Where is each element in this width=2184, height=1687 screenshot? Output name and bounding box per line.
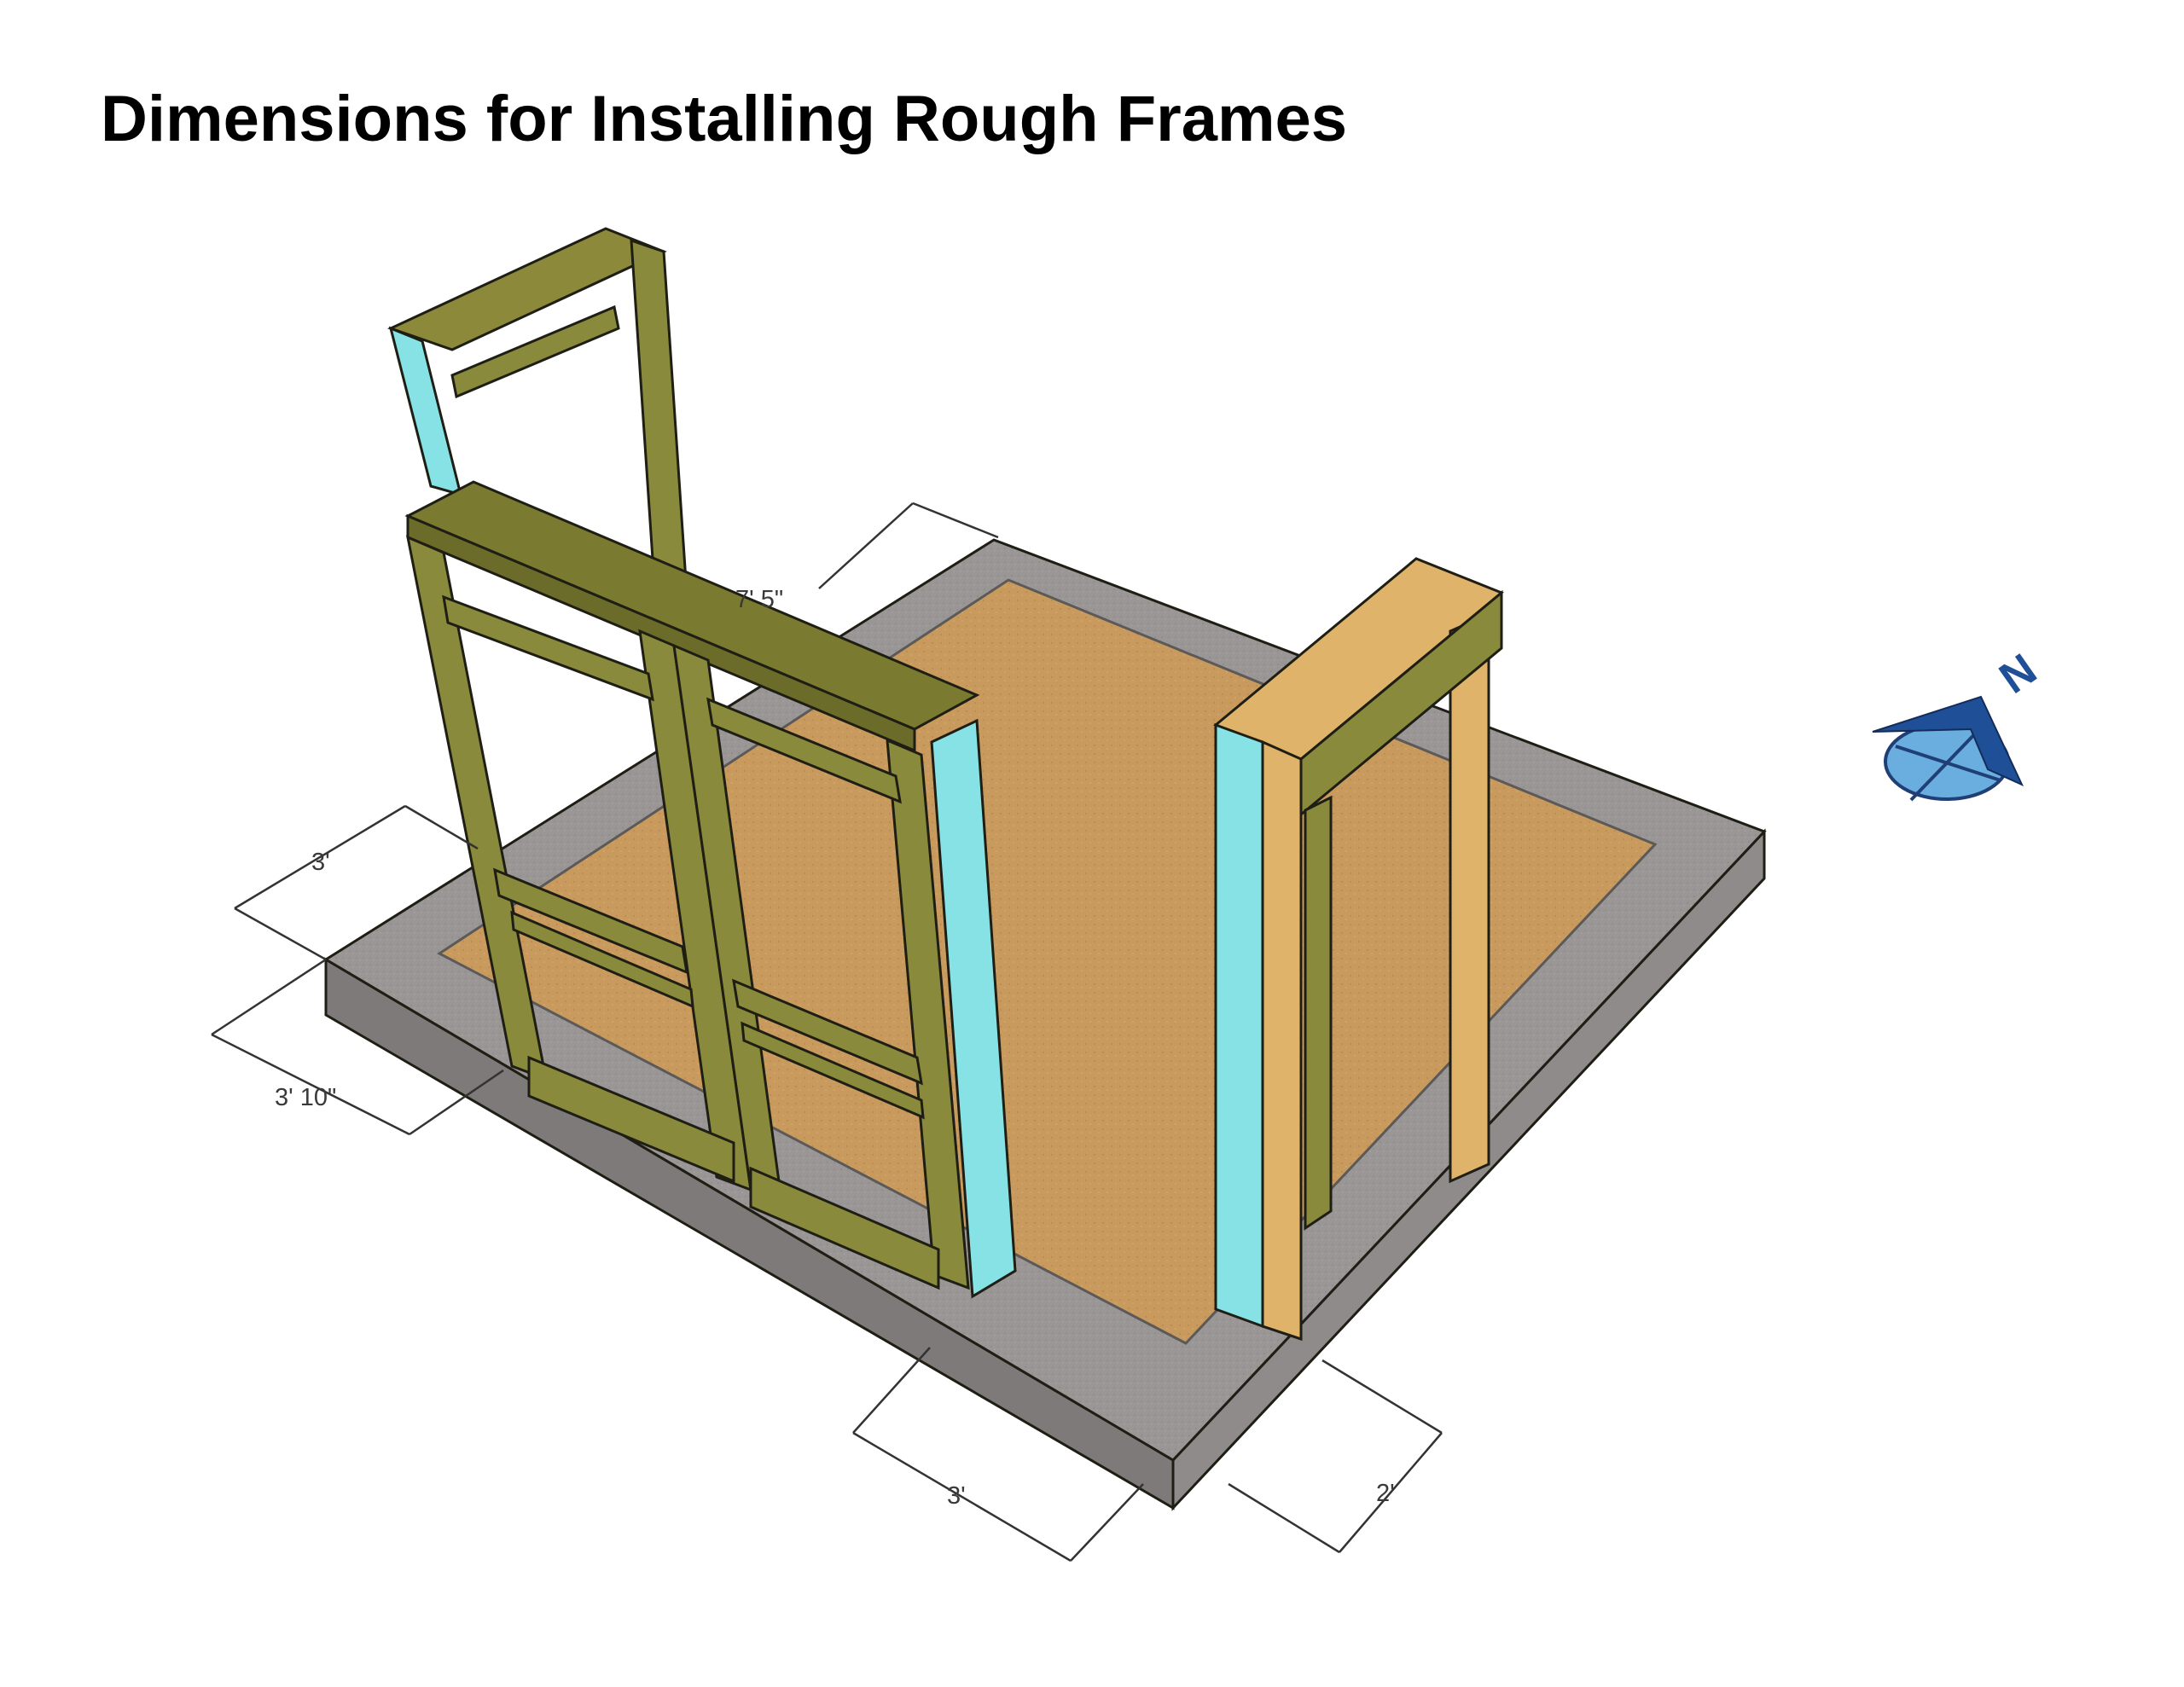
page-title: Dimensions for Installing Rough Frames xyxy=(101,83,1348,155)
back-frame-insulation xyxy=(388,326,463,497)
dim-label-bottom-center: 3' xyxy=(947,1482,966,1510)
dimension-lines xyxy=(211,501,1443,1562)
dim-label-left-upper: 3' xyxy=(311,849,330,876)
front-window-frames xyxy=(404,480,1017,1299)
back-window-frame xyxy=(387,227,693,658)
compass-arrow xyxy=(1872,695,2024,787)
front-frame-insulation xyxy=(930,718,1017,1299)
frame-1-header xyxy=(442,594,654,702)
frame-1-lower-rail xyxy=(510,910,694,1009)
frame-1-bottom-plate xyxy=(527,1055,735,1184)
north-arrow-icon: N xyxy=(1872,645,2046,802)
back-frame-sill xyxy=(450,304,620,399)
door-frame-back-stud xyxy=(1449,612,1490,1184)
dim-label-left-lower: 3' 10" xyxy=(275,1084,336,1111)
dim-label-bottom-right: 2' xyxy=(1376,1480,1395,1507)
door-frame-jamb xyxy=(1299,589,1503,818)
compass-north-label: N xyxy=(1991,645,2046,704)
door-frame-insulation xyxy=(1214,722,1264,1329)
back-frame-top-plate xyxy=(387,227,667,351)
frame-2-right-stud xyxy=(886,738,970,1290)
frame-2-bottom-plate xyxy=(749,1166,940,1290)
frame-2-header xyxy=(706,697,902,804)
door-frame-inner-stud xyxy=(1304,795,1333,1231)
frame-2-mid-sill xyxy=(732,978,923,1086)
frame-1-mid-sill xyxy=(493,867,688,975)
frame-2-lower-rail xyxy=(741,1021,925,1120)
door-frame-front-stud xyxy=(1261,739,1303,1342)
right-door-frame xyxy=(1213,557,1504,1342)
dim-label-top-back: 7' 5" xyxy=(735,586,783,613)
